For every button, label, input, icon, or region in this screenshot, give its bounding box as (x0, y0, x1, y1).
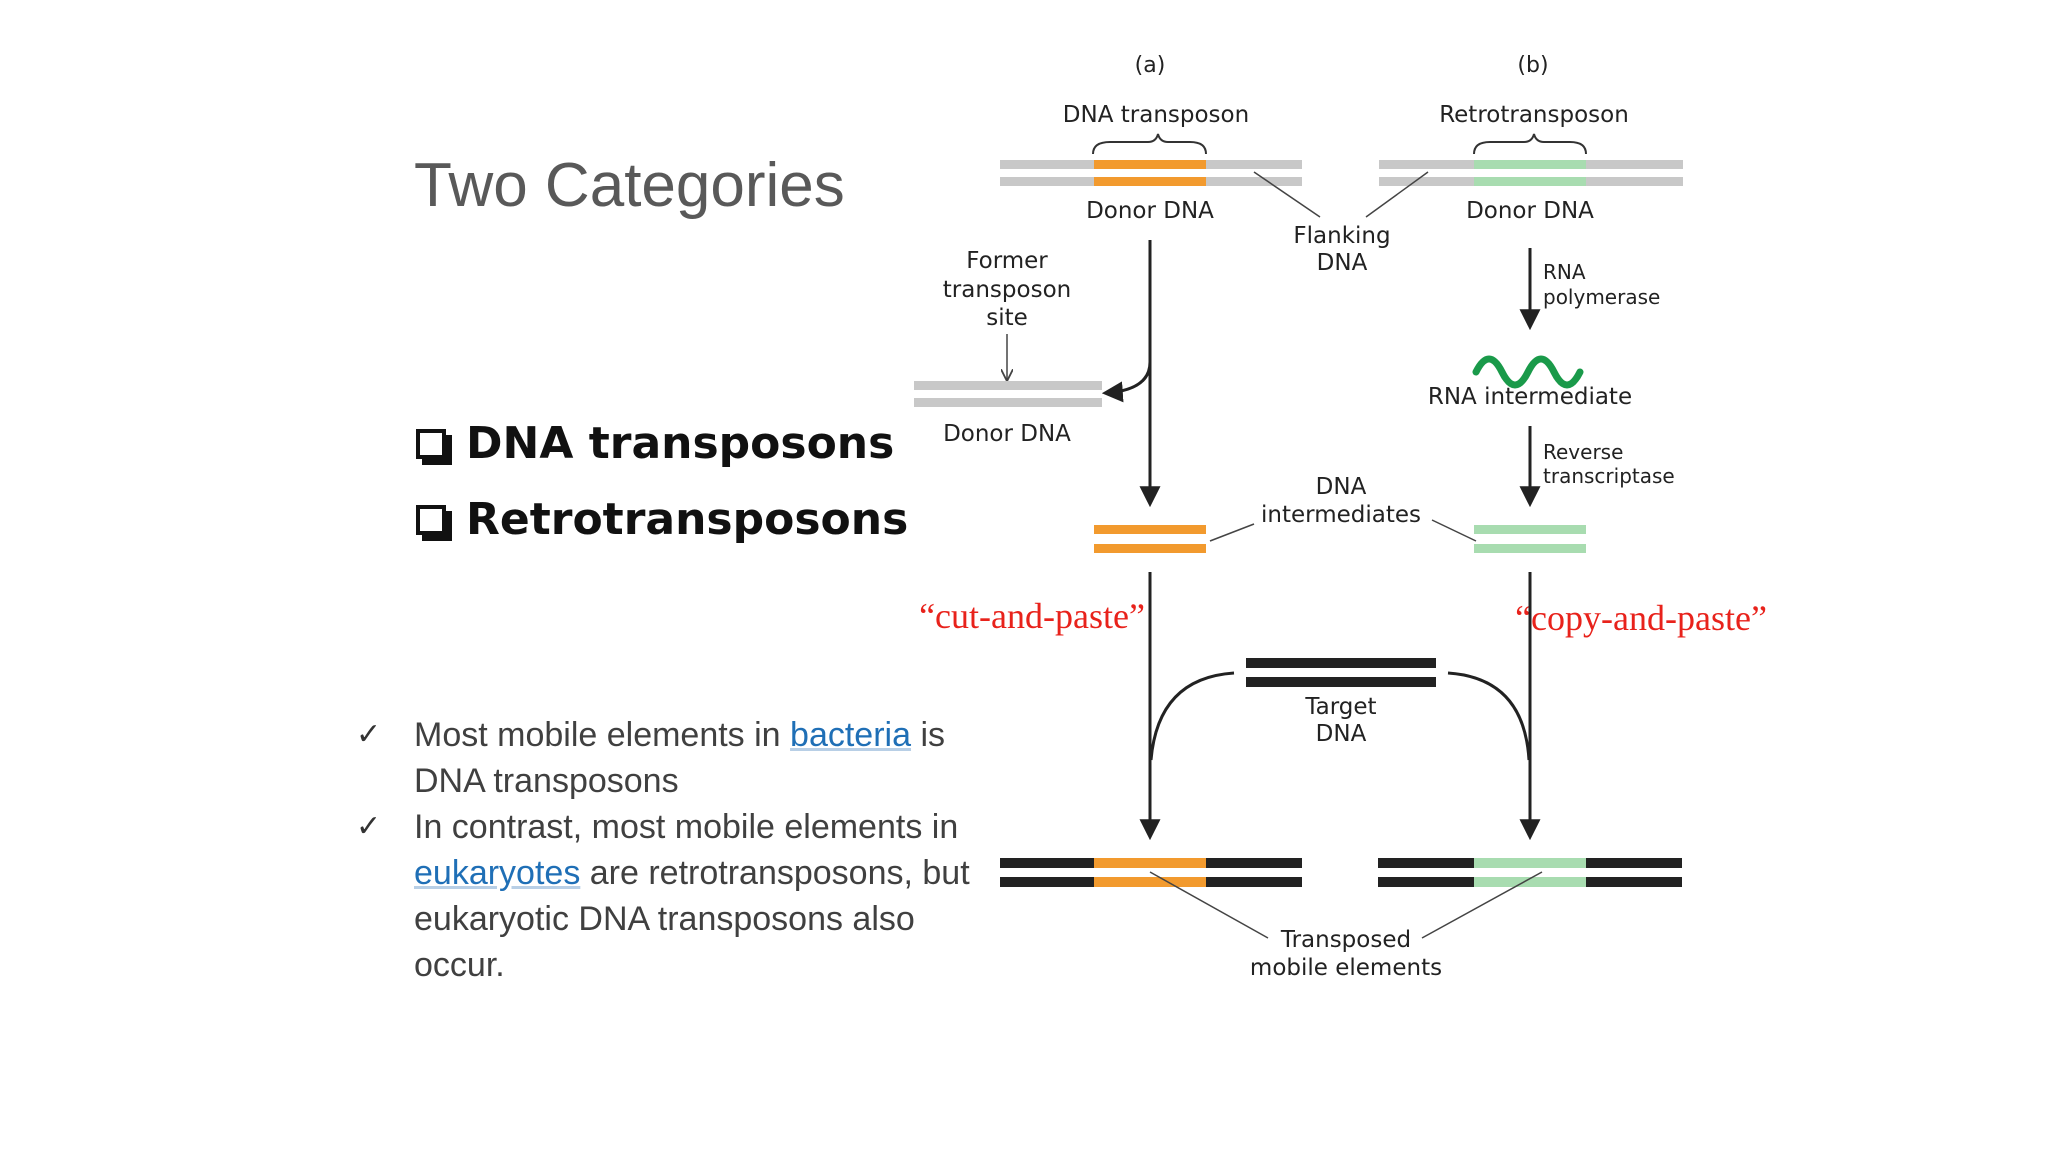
checkbox-icon (416, 428, 452, 465)
former-site-label: Former (966, 248, 1048, 274)
eukaryotes-link[interactable]: eukaryotes (414, 854, 581, 892)
donor-dna-a (1000, 160, 1302, 186)
panel-b-label: (b) (1517, 53, 1548, 78)
transposon-diagram: (a) (b) DNA transposon Retrotransposon D… (914, 53, 1767, 981)
donor-dna-b (1379, 160, 1683, 186)
dna-intermediate-b (1474, 525, 1586, 553)
transposed-element-a (1000, 858, 1302, 887)
cut-and-paste-label: “cut-and-paste” (919, 596, 1145, 636)
former-site-label: transposon (943, 277, 1071, 303)
dna-intermediates-label: intermediates (1261, 502, 1421, 528)
rna-polymerase-label: RNA (1543, 260, 1586, 284)
checkmark-icon: ✓ (356, 809, 382, 844)
list-item: ✓ In contrast, most mobile elements in e… (356, 804, 996, 988)
bullet-text: In contrast, most mobile elements in (414, 808, 959, 846)
brace-icon (1473, 133, 1587, 155)
excised-donor-dna (914, 381, 1102, 407)
bullet-text: is DNA transposons (414, 716, 946, 800)
brace-icon (1092, 133, 1207, 155)
dna-intermediate-a (1094, 525, 1206, 553)
bullet-text: are retrotransposons, but eukaryotic DNA… (414, 854, 970, 984)
target-dna (1246, 658, 1436, 687)
flanking-dna-label: Flanking (1293, 223, 1390, 249)
checkmark-icon: ✓ (356, 717, 382, 752)
transposed-element-b (1378, 858, 1682, 887)
rna-polymerase-label: polymerase (1543, 285, 1660, 309)
bullet-list: ✓ Most mobile elements in bacteria is DN… (356, 712, 996, 988)
copy-and-paste-label: “copy-and-paste” (1515, 598, 1767, 638)
flanking-dna-label: DNA (1317, 250, 1368, 276)
checkbox-icon (416, 504, 452, 541)
reverse-transcriptase-label: transcriptase (1543, 464, 1675, 488)
category-label: Retrotransposons (466, 494, 909, 545)
retrotransposon-label: Retrotransposon (1439, 102, 1629, 128)
rna-intermediate-label: RNA intermediate (1428, 384, 1632, 410)
donor-dna-label: Donor DNA (1466, 198, 1594, 224)
reverse-transcriptase-label: Reverse (1543, 440, 1623, 464)
dna-intermediates-label: DNA (1316, 474, 1367, 500)
dna-transposon-label: DNA transposon (1063, 102, 1249, 128)
donor-dna-label: Donor DNA (1086, 198, 1214, 224)
target-dna-label: Target (1304, 694, 1376, 720)
category-label: DNA transposons (466, 418, 895, 469)
category-dna-transposons: DNA transposons (416, 418, 894, 469)
bullet-text: Most mobile elements in (414, 716, 791, 754)
slide-title: Two Categories (414, 151, 845, 220)
bacteria-link[interactable]: bacteria (790, 716, 912, 754)
panel-a-label: (a) (1135, 53, 1166, 78)
donor-dna-label: Donor DNA (943, 421, 1071, 447)
category-retrotransposons: Retrotransposons (416, 494, 908, 545)
transposed-label: mobile elements (1250, 955, 1442, 981)
list-item: ✓ Most mobile elements in bacteria is DN… (356, 712, 996, 804)
transposed-label: Transposed (1280, 927, 1411, 953)
target-dna-label: DNA (1316, 721, 1367, 747)
former-site-label: site (986, 305, 1028, 331)
rna-wave-icon (1472, 355, 1584, 389)
